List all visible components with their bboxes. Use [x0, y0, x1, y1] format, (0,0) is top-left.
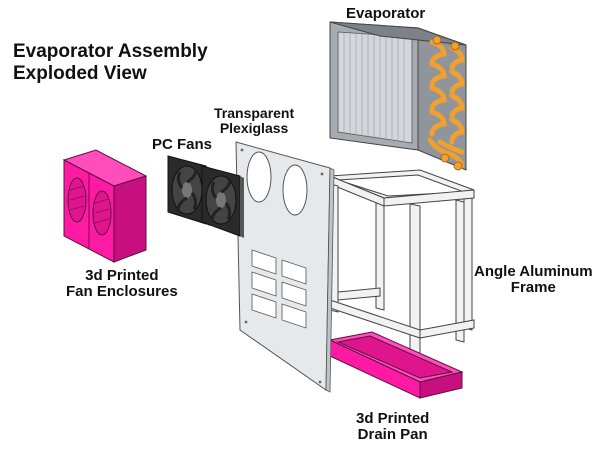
plexiglass-panel: [235, 141, 335, 393]
drain-pan: [328, 331, 464, 399]
frame-label: Angle Aluminum Frame: [474, 263, 593, 297]
pc-fan: [201, 165, 244, 238]
aluminum-frame: [329, 169, 475, 357]
diagram-title: Evaporator Assembly Exploded View: [13, 41, 208, 85]
drain-pan-label: 3d Printed Drain Pan: [356, 410, 430, 444]
pc-fans-label: PC Fans: [152, 136, 213, 153]
evaporator-coil: [329, 21, 467, 171]
title-line-2: Exploded View: [13, 63, 147, 84]
evaporator-label: Evaporator: [346, 5, 426, 22]
fan-enclosure: [62, 149, 148, 263]
fan-enclosures-label: 3d Printed Fan Enclosures: [66, 267, 178, 301]
title-line-1: Evaporator Assembly: [13, 41, 208, 62]
plexiglass-label: Transparent Plexiglass: [214, 105, 295, 137]
